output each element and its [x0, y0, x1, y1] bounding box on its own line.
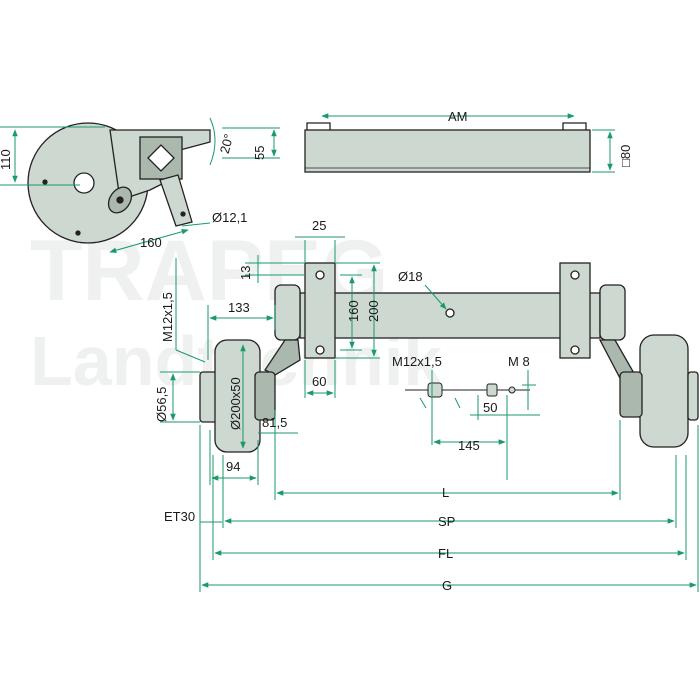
- dim-g: G: [442, 578, 452, 593]
- dim-sq80: □80: [618, 145, 633, 167]
- side-view: [27, 122, 211, 244]
- tube-top-view: [304, 122, 591, 173]
- dim-160-side: 160: [140, 235, 162, 250]
- dim-133: 133: [228, 300, 250, 315]
- bolt-2: [75, 230, 81, 236]
- dim-d200x50: Ø200x50: [228, 377, 243, 430]
- hole-18: [445, 308, 455, 318]
- brake-drum-right: [639, 334, 689, 448]
- dim-55: 55: [252, 146, 267, 160]
- u-bolt-left: [306, 122, 331, 130]
- dim-110: 110: [0, 149, 13, 170]
- swing-arm-right: [599, 284, 626, 341]
- dim-94: 94: [226, 459, 240, 474]
- dim-81-5: 81,5: [262, 415, 287, 430]
- dim-l: L: [442, 485, 449, 500]
- dim-am: AM: [448, 109, 468, 124]
- dim-fl: FL: [438, 546, 453, 561]
- dim-25: 25: [312, 218, 326, 233]
- front-view-dimensions: [160, 236, 699, 592]
- dim-160: 160: [346, 300, 361, 322]
- swing-arm-left: [274, 284, 301, 341]
- dim-d12-1: Ø12,1: [212, 210, 247, 225]
- dim-60: 60: [312, 374, 326, 389]
- dim-20deg: 20°: [217, 132, 237, 155]
- u-bolt-right: [562, 122, 587, 130]
- bolt-3: [180, 211, 186, 217]
- axle-front-view: [199, 262, 699, 453]
- lever-pin: [116, 196, 124, 204]
- thread-m12-cable: M12x1,5: [392, 354, 442, 369]
- axle-hole: [73, 172, 95, 194]
- thread-m12-left: M12x1,5: [160, 292, 175, 342]
- bolt-1: [42, 179, 48, 185]
- dim-200: 200: [366, 300, 381, 322]
- dim-et30: ET30: [164, 509, 195, 524]
- dim-50: 50: [483, 400, 497, 415]
- brake-cable: [405, 382, 530, 398]
- tube-dimensions: [321, 113, 615, 173]
- dim-d56-5: Ø56,5: [154, 387, 169, 422]
- dim-d18: Ø18: [398, 269, 423, 284]
- square-profile: [147, 144, 175, 172]
- swing-arm: [159, 174, 193, 227]
- side-view-dimensions: [0, 117, 280, 253]
- dim-sp: SP: [438, 514, 455, 529]
- thread-m8: M 8: [508, 354, 530, 369]
- hub-right: [687, 371, 699, 421]
- dim-145: 145: [458, 438, 480, 453]
- tube-body: [304, 129, 591, 173]
- dim-13: 13: [238, 266, 253, 280]
